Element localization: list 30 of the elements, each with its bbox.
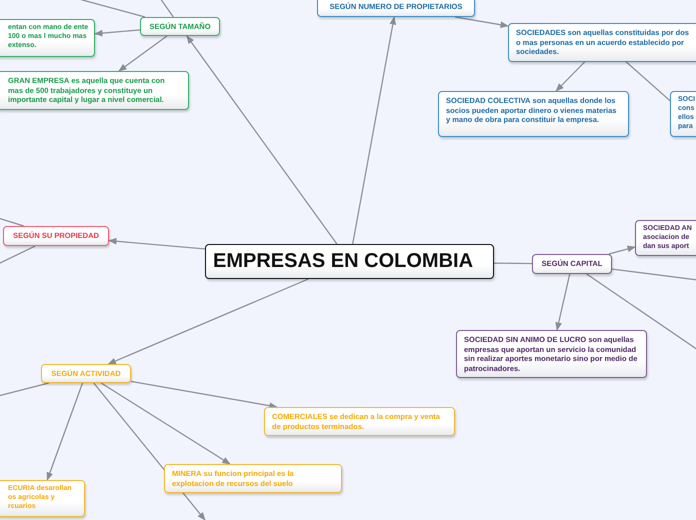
connector-arrow [352, 16, 396, 244]
central-topic-box [205, 244, 494, 279]
connector-arrow [454, 16, 509, 28]
description-box [508, 23, 696, 62]
connector-arrow [130, 380, 278, 409]
description-box [0, 480, 85, 517]
description-box [635, 220, 696, 256]
description-box [456, 330, 647, 378]
connector-arrow [118, 36, 168, 72]
description-box [670, 91, 696, 137]
node-text: EMPRESAS EN COLOMBIA [213, 249, 474, 273]
connector-arrow [556, 61, 586, 92]
connector-arrow [94, 29, 140, 36]
connector-arrow [100, 382, 231, 464]
category-box [532, 254, 612, 274]
connector-arrow [108, 278, 309, 365]
description-box [0, 19, 95, 57]
connector-arrow [186, 35, 338, 244]
description-box [0, 71, 189, 110]
description-box [264, 407, 455, 436]
category-box [317, 0, 475, 17]
connector-arrow [46, 382, 84, 481]
connector-arrow [108, 238, 206, 250]
description-box [164, 464, 342, 493]
category-box [3, 226, 109, 246]
category-box [140, 17, 220, 36]
connector-arrow [555, 274, 570, 331]
category-box [41, 364, 131, 383]
connector-arrow [608, 246, 636, 255]
description-box [438, 91, 629, 137]
